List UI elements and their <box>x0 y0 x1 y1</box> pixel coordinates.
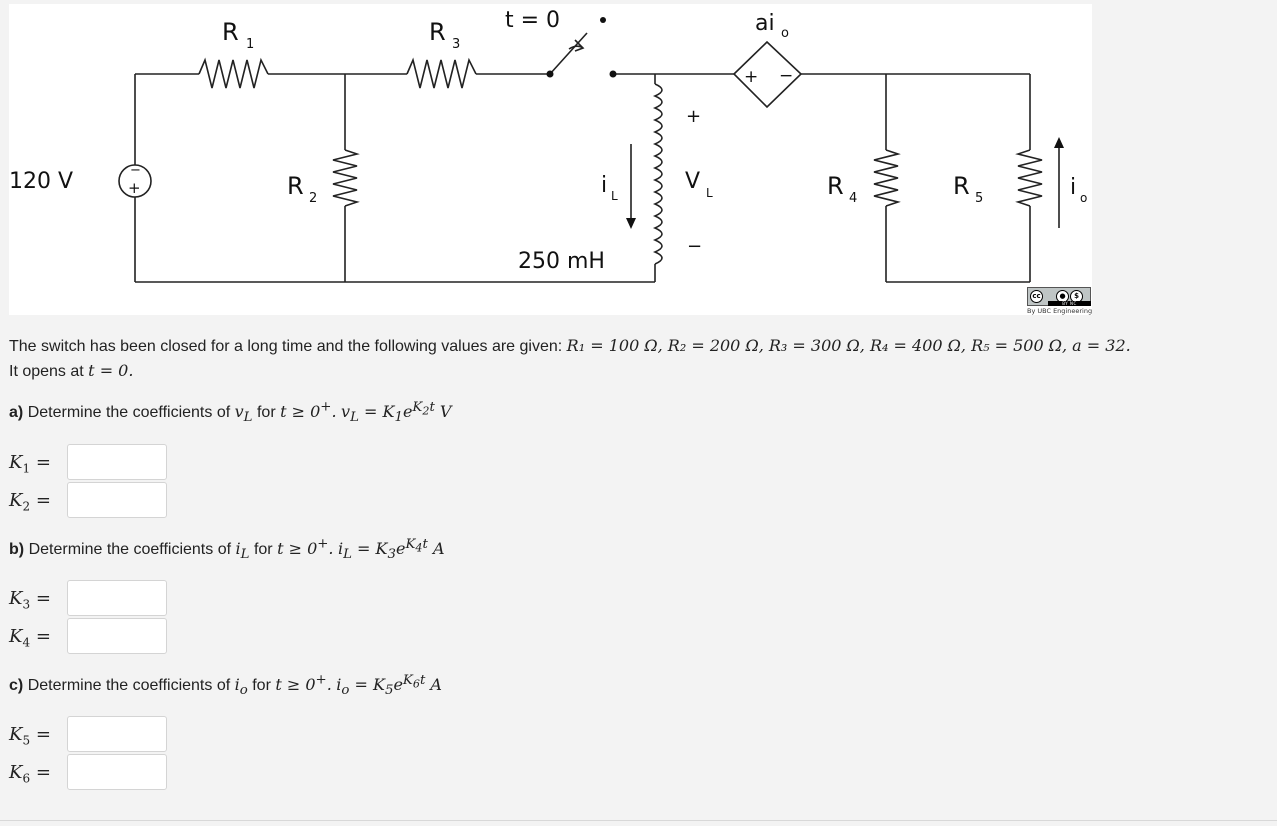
answer-label-k5: K5 = <box>9 724 51 748</box>
part-b-letter: b) <box>9 541 25 558</box>
cc-by-label: BY <box>1062 301 1069 306</box>
part-c-equation: io = K5eK6t A <box>336 672 442 699</box>
label-io: i <box>1070 175 1076 200</box>
part-a-for: for <box>256 404 276 421</box>
answer-label-k2: K2 = <box>9 490 51 514</box>
part-c-condition: t ≥ 0+. <box>275 672 332 694</box>
k3-input[interactable] <box>67 580 167 616</box>
circuit-wires <box>118 32 1060 283</box>
label-il-sub: L <box>611 189 618 203</box>
part-c-var: io <box>234 675 248 699</box>
question-part-b: b) Determine the coefficients of iL for … <box>9 536 445 563</box>
problem-statement: The switch has been closed for a long ti… <box>9 334 1275 384</box>
label-r3: R <box>429 18 446 46</box>
part-a-equation: vL = K1eK2t V <box>341 399 452 426</box>
k6-input[interactable] <box>67 754 167 790</box>
label-source-voltage: 120 V <box>9 169 73 194</box>
label-dependent-source: ai <box>755 11 775 36</box>
label-vl-minus: − <box>687 236 702 257</box>
answer-label-k6: K6 = <box>9 762 51 786</box>
label-r2-sub: 2 <box>309 191 317 206</box>
part-c-letter: c) <box>9 677 24 694</box>
opens-text: It opens at <box>9 363 84 380</box>
cc-badge-box: cc ● $ BY NC <box>1027 287 1091 306</box>
question-part-c: c) Determine the coefficients of io for … <box>9 672 442 699</box>
label-r2: R <box>287 172 304 200</box>
k2-input[interactable] <box>67 482 167 518</box>
il-arrow-icon <box>626 218 636 229</box>
part-b-equation: iL = K3eK4t A <box>337 536 445 563</box>
part-a-var: vL <box>234 402 253 426</box>
part-c-text: Determine the coefficients of <box>27 677 231 694</box>
label-vl-plus: + <box>686 106 701 127</box>
label-dependent-sub: o <box>781 26 789 41</box>
answer-label-k4: K4 = <box>9 626 51 650</box>
part-b-for: for <box>253 541 273 558</box>
label-vl: V <box>685 169 700 194</box>
part-a-letter: a) <box>9 404 24 421</box>
license-credit: By UBC Engineering <box>1027 307 1093 315</box>
label-r4-sub: 4 <box>849 191 857 206</box>
label-vl-sub: L <box>706 186 713 200</box>
opens-value: t = 0. <box>88 361 134 380</box>
label-io-sub: o <box>1080 191 1087 205</box>
label-r5: R <box>953 172 970 200</box>
label-dep-minus: − <box>779 66 793 86</box>
statement-values: R₁ = 100 Ω, R₂ = 200 Ω, R₃ = 300 Ω, R₄ =… <box>566 336 1131 355</box>
part-c-for: for <box>252 677 271 694</box>
label-source-minus: − <box>130 163 141 178</box>
switch-contact-right <box>609 70 617 78</box>
label-dep-plus: + <box>744 67 758 87</box>
switch-dot <box>600 17 606 23</box>
k4-input[interactable] <box>67 618 167 654</box>
cc-icon: cc <box>1030 290 1043 303</box>
circuit-diagram: R 1 R 3 R 2 R 4 R 5 t = 0 120 V − + ai o… <box>9 4 1092 315</box>
label-r1-sub: 1 <box>246 37 254 52</box>
io-arrow-icon <box>1054 137 1064 148</box>
part-b-var: iL <box>235 539 250 563</box>
label-inductor-value: 250 mH <box>518 249 605 274</box>
cc-license-badge[interactable]: cc ● $ BY NC By UBC Engineering <box>1027 287 1092 315</box>
answer-label-k3: K3 = <box>9 588 51 612</box>
label-source-plus: + <box>128 179 141 197</box>
part-b-text: Determine the coefficients of <box>28 541 232 558</box>
cc-nc-label: NC <box>1069 301 1077 306</box>
circuit-svg: R 1 R 3 R 2 R 4 R 5 t = 0 120 V − + ai o… <box>9 8 1087 283</box>
part-a-text: Determine the coefficients of <box>27 404 231 421</box>
label-r1: R <box>222 18 239 46</box>
label-il: i <box>601 173 607 198</box>
bottom-divider <box>0 820 1277 821</box>
question-part-a: a) Determine the coefficients of vL for … <box>9 399 452 426</box>
label-r4: R <box>827 172 844 200</box>
label-switch-time: t = 0 <box>505 8 560 33</box>
k1-input[interactable] <box>67 444 167 480</box>
part-b-condition: t ≥ 0+. <box>277 536 334 558</box>
cc-terms-strip: BY NC <box>1048 301 1091 306</box>
label-r3-sub: 3 <box>452 37 460 52</box>
label-r5-sub: 5 <box>975 191 983 206</box>
switch-contact-left <box>546 70 554 78</box>
part-a-condition: t ≥ 0+. <box>280 399 337 421</box>
k5-input[interactable] <box>67 716 167 752</box>
answer-label-k1: K1 = <box>9 452 51 476</box>
statement-text: The switch has been closed for a long ti… <box>9 338 563 355</box>
